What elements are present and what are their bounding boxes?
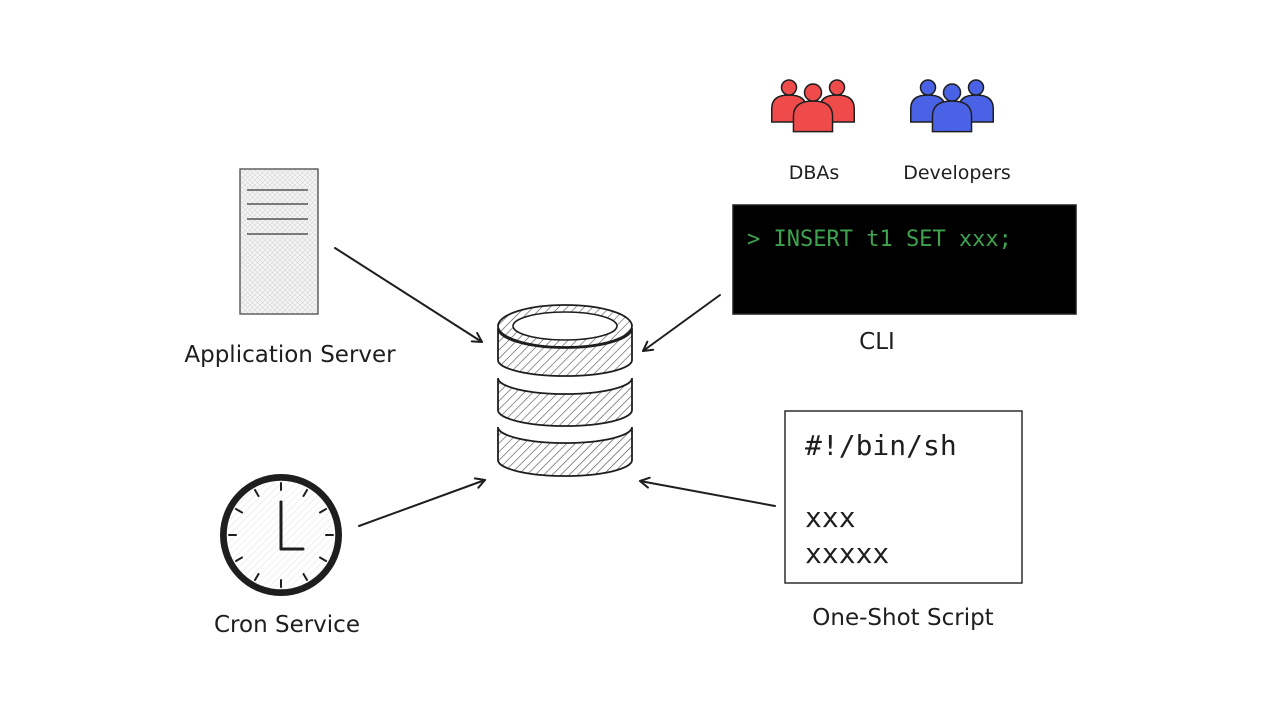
cli-command-text: > INSERT t1 SET xxx;	[747, 227, 1012, 252]
script-line: xxx	[805, 501, 856, 534]
clock-tick	[234, 556, 244, 562]
application-server-label: Application Server	[184, 342, 396, 368]
clock-tick	[234, 508, 244, 514]
dbas-label: DBAs	[789, 162, 840, 184]
person-body	[792, 100, 834, 133]
clock-tick	[302, 488, 308, 498]
edge-script-to-database	[639, 476, 776, 507]
script-line: xxxxx	[805, 537, 889, 570]
person-head	[967, 79, 985, 96]
edge-cron-service-to-database	[358, 477, 486, 527]
person-head	[780, 79, 798, 96]
server-icon	[239, 168, 319, 315]
one-shot-script-label: One-Shot Script	[812, 605, 993, 631]
clock-tick	[254, 488, 260, 498]
edges	[334, 247, 776, 527]
clock-tick	[254, 572, 260, 582]
person-head	[919, 79, 937, 96]
developers-label: Developers	[903, 162, 1011, 184]
script-box: #!/bin/sh xxx xxxxx	[784, 410, 1023, 584]
edge-application-server-to-database	[334, 247, 483, 343]
person-head	[828, 79, 846, 96]
cli-label: CLI	[859, 329, 895, 355]
dbas-people-icon	[771, 79, 855, 133]
clock-tick	[318, 508, 328, 514]
cli-terminal: > INSERT t1 SET xxx;	[732, 204, 1077, 315]
person-body	[931, 100, 973, 133]
person-head	[942, 83, 962, 102]
person-head	[803, 83, 823, 102]
clock-icon	[220, 474, 342, 596]
script-line: #!/bin/sh	[805, 429, 957, 462]
developers-people-icon	[910, 79, 994, 133]
clock-tick	[302, 572, 308, 582]
clock-tick	[318, 556, 328, 562]
database-icon	[497, 304, 633, 477]
cron-service-label: Cron Service	[214, 612, 360, 638]
edge-cli-to-database	[642, 294, 721, 352]
